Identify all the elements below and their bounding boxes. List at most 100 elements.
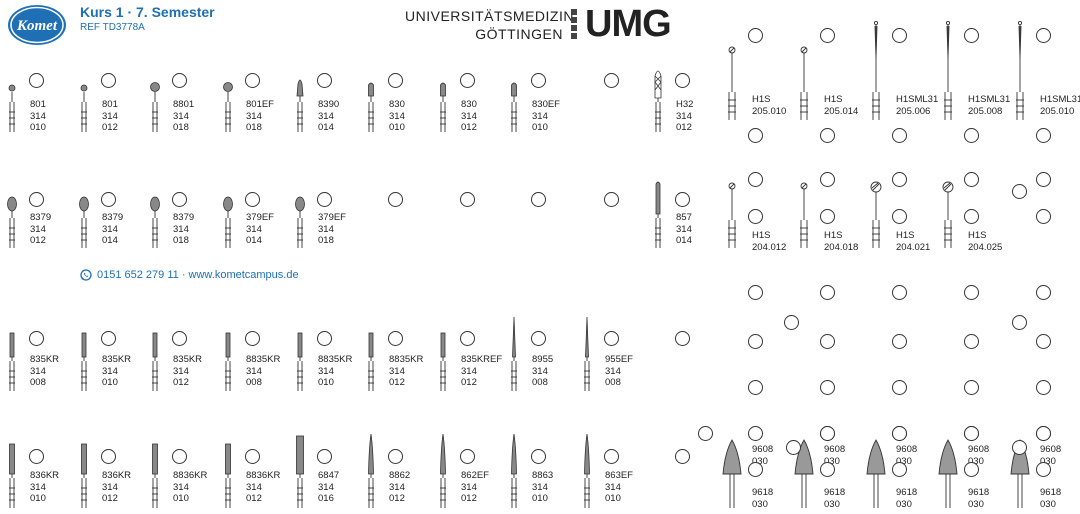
holder-circle bbox=[531, 331, 546, 346]
bur-cylinder-long-icon bbox=[152, 443, 158, 508]
label-line: 8836KR bbox=[173, 470, 208, 481]
label-line: 204.021 bbox=[896, 241, 931, 253]
holder-circle bbox=[892, 285, 907, 300]
holder-circle bbox=[460, 449, 475, 464]
label-line: 857 bbox=[676, 212, 692, 223]
label-line: 314 bbox=[605, 481, 621, 493]
label-line: 012 bbox=[461, 377, 477, 388]
label-line: 801EF bbox=[246, 99, 274, 110]
holder-circle bbox=[317, 449, 332, 464]
holder-circle bbox=[820, 462, 835, 477]
holder-circle bbox=[1036, 128, 1051, 143]
label-line: 379EF bbox=[246, 212, 274, 223]
label-line: 012 bbox=[173, 377, 189, 388]
svg-text:Komet: Komet bbox=[16, 18, 58, 34]
ref-number: REF TD3778A bbox=[80, 22, 145, 33]
label-line: 8835KR bbox=[318, 354, 353, 365]
holder-circle bbox=[675, 192, 690, 207]
label-line: 012 bbox=[676, 122, 692, 133]
label-line: 314 bbox=[173, 481, 189, 493]
endo-file-icon bbox=[944, 20, 952, 120]
holder-circle bbox=[172, 331, 187, 346]
label-line: 012 bbox=[30, 235, 46, 246]
holder-circle bbox=[892, 28, 907, 43]
label-line: 835KREF bbox=[461, 354, 503, 365]
holder-circle bbox=[892, 172, 907, 187]
endo-file-icon bbox=[942, 181, 954, 248]
bur-needle-icon bbox=[584, 316, 590, 391]
holder-circle bbox=[29, 449, 44, 464]
holder-circle bbox=[964, 172, 979, 187]
label-line: 205.010 bbox=[752, 105, 787, 117]
whatsapp-icon bbox=[80, 269, 92, 281]
label-line: H1S bbox=[824, 230, 843, 241]
holder-circle bbox=[460, 331, 475, 346]
label-line: 014 bbox=[318, 122, 334, 133]
label-line: 314 bbox=[102, 365, 118, 377]
label-line: 018 bbox=[173, 122, 189, 133]
bur-cylinder-icon bbox=[152, 332, 158, 391]
bur-cylinder-long-icon bbox=[225, 443, 231, 508]
label-line: 314 bbox=[605, 365, 621, 377]
bur-cylinder-icon bbox=[225, 332, 231, 391]
label-line: H1SML31 bbox=[896, 94, 939, 105]
label-line: 314 bbox=[532, 481, 548, 493]
polisher-icon bbox=[938, 439, 958, 508]
label-line: 8862 bbox=[389, 470, 411, 481]
holder-circle bbox=[964, 128, 979, 143]
label-line: 8390 bbox=[318, 99, 340, 110]
university-line1: UNIVERSITÄTSMEDIZIN bbox=[405, 8, 574, 24]
umg-logo-bars bbox=[571, 9, 577, 39]
holder-circle bbox=[964, 285, 979, 300]
holder-circle bbox=[1036, 28, 1051, 43]
label-line: 9618 bbox=[752, 487, 774, 498]
holder-circle bbox=[172, 192, 187, 207]
holder-circle bbox=[245, 331, 260, 346]
label-line: 314 bbox=[173, 365, 189, 377]
contact-text: 0151 652 279 11 · www.kometcampus.de bbox=[97, 269, 299, 281]
holder-circle bbox=[101, 449, 116, 464]
holder-circle bbox=[101, 192, 116, 207]
holder-circle bbox=[245, 192, 260, 207]
label-line: 314 bbox=[30, 365, 46, 377]
holder-circle bbox=[1036, 209, 1051, 224]
holder-circle bbox=[892, 334, 907, 349]
holder-circle bbox=[604, 192, 619, 207]
label-line: 379EF bbox=[318, 212, 346, 223]
bur-round-large-icon bbox=[150, 82, 160, 132]
label-line: 830 bbox=[389, 99, 405, 110]
holder-circle bbox=[317, 192, 332, 207]
label-line: 9618 bbox=[1040, 487, 1062, 498]
label-line: 014 bbox=[246, 235, 262, 246]
holder-circle bbox=[1036, 380, 1051, 395]
label-line: 8836KR bbox=[246, 470, 281, 481]
bur-cylinder-icon bbox=[440, 332, 446, 391]
label-line: 008 bbox=[605, 377, 621, 388]
label-line: 314 bbox=[246, 110, 262, 122]
bur-long-cylinder-icon bbox=[655, 181, 661, 248]
label-line: 030 bbox=[896, 498, 912, 510]
label-line: 012 bbox=[461, 122, 477, 133]
course-title: Kurs 1 · 7. Semester bbox=[80, 4, 215, 20]
bur-egg-icon bbox=[295, 196, 305, 248]
holder-circle bbox=[1036, 462, 1051, 477]
label-line: 010 bbox=[102, 377, 118, 388]
label-line: 8379 bbox=[102, 212, 124, 223]
